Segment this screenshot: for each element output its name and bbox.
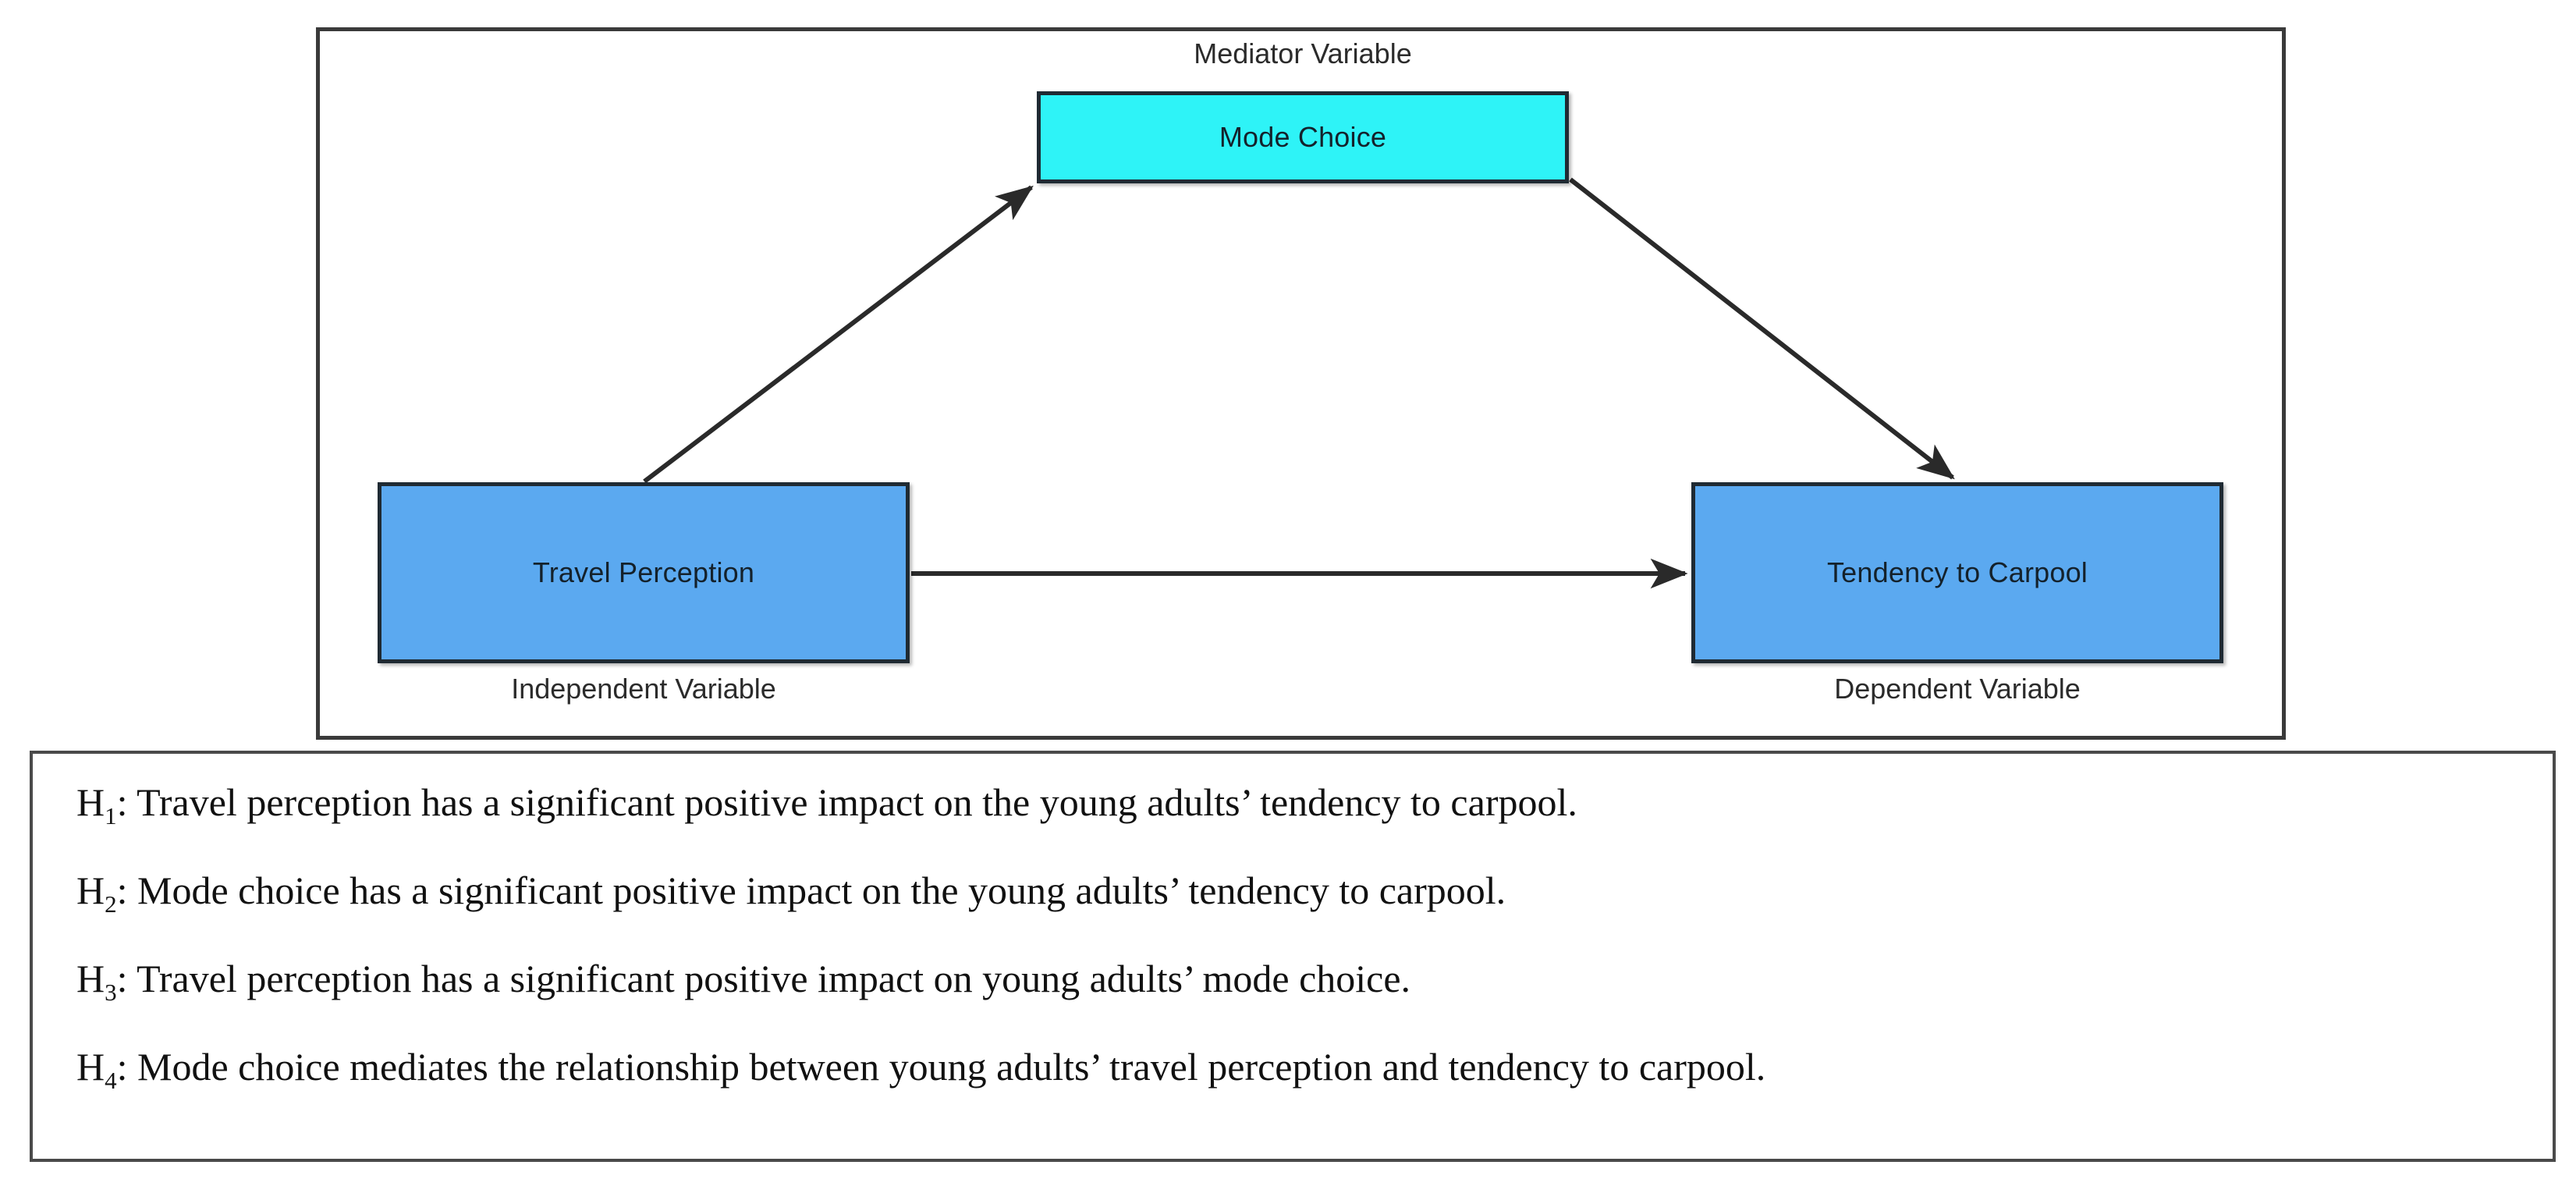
node-tendency-to-carpool[interactable]: Tendency to Carpool xyxy=(1691,482,2223,663)
hypotheses-box: H1: Travel perception has a significant … xyxy=(30,751,2556,1162)
hypothesis-index: 1 xyxy=(105,802,117,829)
hypothesis-label: H xyxy=(76,780,105,824)
hypothesis-row: H1: Travel perception has a significant … xyxy=(76,779,2509,829)
hypothesis-row: H4: Mode choice mediates the relationshi… xyxy=(76,1043,2509,1094)
node-travel-perception[interactable]: Travel Perception xyxy=(378,482,910,663)
hypothesis-label: H xyxy=(76,1045,105,1089)
node-tendency-to-carpool-label: Tendency to Carpool xyxy=(1826,556,2088,588)
hypothesis-text: Mode choice mediates the relationship be… xyxy=(137,1045,1766,1089)
hypothesis-row: H3: Travel perception has a significant … xyxy=(76,955,2509,1006)
caption-dependent-variable: Dependent Variable xyxy=(1834,673,2081,705)
hypothesis-colon: : xyxy=(116,780,137,824)
hypothesis-colon: : xyxy=(116,1045,138,1089)
hypothesis-label: H xyxy=(76,957,105,1000)
hypothesis-text: Travel perception has a significant posi… xyxy=(137,957,1411,1000)
hypothesis-text: Travel perception has a significant posi… xyxy=(137,780,1577,824)
node-mode-choice[interactable]: Mode Choice xyxy=(1037,91,1569,183)
caption-mediator-variable: Mediator Variable xyxy=(1194,37,1412,69)
hypothesis-label: H xyxy=(76,868,105,912)
node-travel-perception-label: Travel Perception xyxy=(532,556,755,588)
hypothesis-index: 3 xyxy=(105,979,117,1006)
node-mode-choice-label: Mode Choice xyxy=(1219,121,1387,153)
hypothesis-text: Mode choice has a significant positive i… xyxy=(137,868,1506,912)
hypothesis-colon: : xyxy=(116,957,137,1000)
hypothesis-colon: : xyxy=(116,868,138,912)
hypothesis-row: H2: Mode choice has a significant positi… xyxy=(76,867,2509,918)
hypothesis-index: 2 xyxy=(105,890,117,918)
caption-independent-variable: Independent Variable xyxy=(511,673,776,705)
hypothesis-index: 4 xyxy=(105,1067,117,1094)
